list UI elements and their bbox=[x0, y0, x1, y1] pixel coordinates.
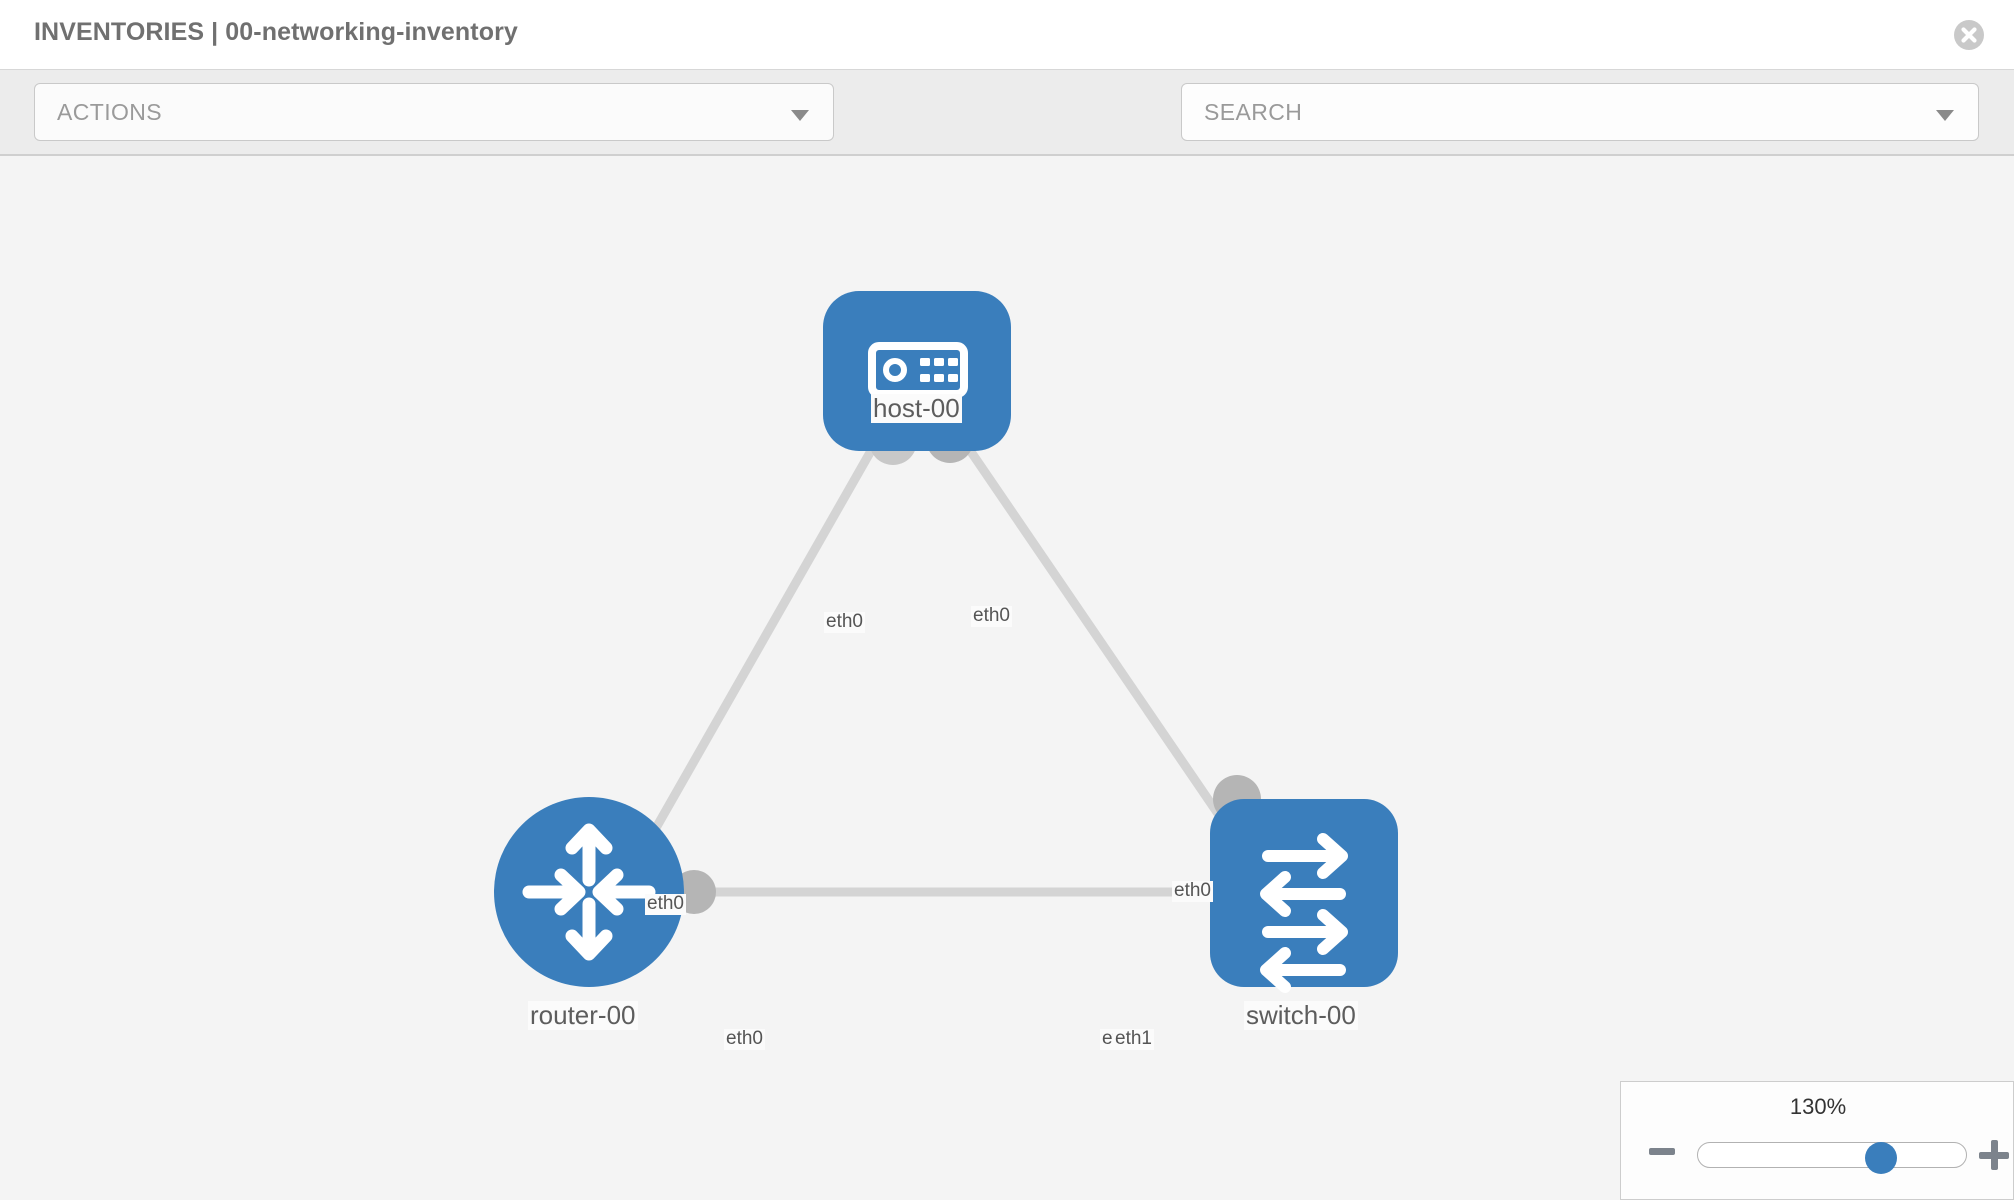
interface-label: eth1 bbox=[1113, 1028, 1154, 1050]
toolbar: ACTIONS SEARCH bbox=[0, 70, 2014, 202]
interface-label: eth0 bbox=[824, 611, 865, 633]
topology-interface-nubs bbox=[672, 415, 1261, 914]
search-placeholder: SEARCH bbox=[1204, 99, 1303, 125]
node-switch-00[interactable] bbox=[1210, 799, 1398, 993]
chevron-down-icon[interactable] bbox=[1936, 110, 1954, 121]
edge-host00-router00 bbox=[636, 418, 892, 859]
zoom-slider[interactable] bbox=[1697, 1142, 1967, 1174]
plus-icon[interactable] bbox=[1979, 1140, 2009, 1170]
search-input[interactable]: SEARCH bbox=[1181, 83, 1979, 141]
node-host-00[interactable] bbox=[823, 291, 1011, 451]
interface-label: eth0 bbox=[1172, 880, 1213, 902]
chevron-down-icon bbox=[791, 110, 809, 121]
zoom-control-panel: 130% bbox=[1620, 1081, 2014, 1200]
topology-canvas[interactable]: host-00 router-00 switch-00 eth0 eth0 et… bbox=[0, 156, 2014, 1200]
topology-graph bbox=[494, 291, 1398, 993]
node-label-router-00: router-00 bbox=[528, 1000, 638, 1030]
node-label-host-00: host-00 bbox=[871, 393, 962, 423]
edge-host00-switch00 bbox=[946, 418, 1244, 849]
close-icon[interactable] bbox=[1954, 20, 1984, 50]
page-title: INVENTORIES | 00-networking-inventory bbox=[34, 18, 518, 46]
minus-icon[interactable] bbox=[1649, 1148, 1675, 1155]
node-label-switch-00: switch-00 bbox=[1244, 1000, 1358, 1030]
interface-label: eth0 bbox=[971, 605, 1012, 627]
actions-dropdown[interactable]: ACTIONS bbox=[34, 83, 834, 141]
actions-dropdown-label: ACTIONS bbox=[57, 99, 163, 125]
node-router-00[interactable] bbox=[494, 797, 684, 987]
zoom-slider-row bbox=[1621, 1134, 2014, 1180]
zoom-slider-thumb[interactable] bbox=[1865, 1142, 1897, 1174]
zoom-level-value: 130% bbox=[1789, 1094, 1847, 1119]
topology-edges bbox=[636, 418, 1250, 897]
page-header: INVENTORIES | 00-networking-inventory bbox=[0, 0, 2014, 70]
interface-label: eth0 bbox=[724, 1028, 765, 1050]
interface-label: eth0 bbox=[645, 893, 686, 915]
